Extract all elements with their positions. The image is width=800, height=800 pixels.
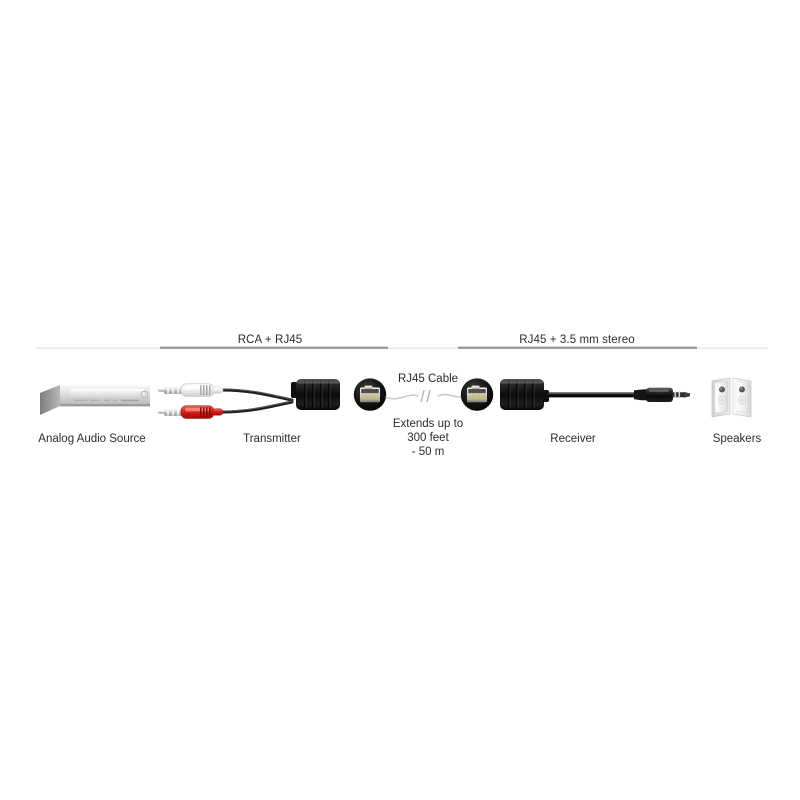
device-bottom-edge	[60, 404, 150, 407]
device-disc-tray	[70, 389, 144, 398]
caption-analog-audio-source: Analog Audio Source	[38, 433, 145, 445]
receiver-body	[500, 379, 544, 410]
stereo-plug-ring-1	[674, 391, 677, 398]
rj45-cable-right-strand	[437, 393, 465, 398]
caption-transmitter: Transmitter	[243, 433, 301, 445]
speaker-left-tweeter	[719, 386, 725, 393]
rj45-cable-run	[385, 389, 465, 403]
speaker-left-woofer-dome	[720, 398, 724, 402]
rca-plug-red	[158, 405, 224, 419]
rj45-cable-break-slash-1	[420, 389, 425, 403]
device-power-knob	[140, 390, 149, 399]
device-button-mark-3	[121, 399, 139, 402]
receiver-port-cavity	[468, 389, 486, 394]
rca-white-cable	[220, 388, 294, 402]
transmitter-body	[296, 379, 340, 410]
stereo-plug-strain-relief	[634, 389, 648, 401]
section-label-left: RCA + RJ45	[238, 334, 303, 346]
device-tray-highlight	[70, 389, 144, 390]
device-knob-highlight	[142, 392, 145, 395]
device-display-mark-1	[74, 399, 87, 402]
device-left-side	[40, 385, 60, 415]
transmitter-rj45-port	[353, 378, 387, 411]
rca-white-cable-highlight	[221, 388, 293, 400]
receiver-ribs	[508, 381, 535, 408]
rca-red-shield-slot-1	[167, 409, 169, 416]
speaker-right-tweeter	[739, 386, 745, 393]
speaker-left	[711, 377, 731, 418]
speaker-right	[732, 377, 752, 418]
receiver-top-highlight	[501, 381, 543, 384]
rca-red-strain-relief	[211, 408, 224, 416]
stereo-plug-tip	[684, 392, 690, 398]
transmitter-cable-boot	[291, 382, 297, 398]
rca-white-barrel-highlight	[185, 386, 209, 390]
transmitter-port-latch	[364, 385, 373, 390]
stereo-cable-highlight	[549, 392, 633, 394]
section-bracket-bar	[36, 346, 768, 350]
bracket-segment-right	[458, 346, 697, 350]
speaker-right-woofer-dome	[740, 398, 744, 402]
device-display-mark-2	[90, 399, 99, 402]
distance-note-line-3: - 50 m	[412, 446, 445, 458]
rca-white-shield-slot-1	[167, 387, 169, 394]
rca-plug-white	[158, 383, 224, 397]
transmitter-top-highlight	[297, 381, 339, 384]
rca-white-center-pin	[158, 388, 167, 392]
speakers-pair	[711, 377, 752, 418]
receiver-port-contacts	[469, 394, 486, 399]
rj45-cable-left-strand	[385, 394, 419, 400]
transmitter-port-base	[360, 400, 380, 403]
caption-receiver: Receiver	[550, 433, 596, 445]
receiver-port-latch	[471, 385, 480, 390]
caption-rj45-cable: RJ45 Cable	[398, 373, 458, 385]
transmitter-ribs	[304, 381, 331, 408]
receiver-cable-boot	[543, 390, 549, 402]
rca-white-grip-ridges	[200, 385, 211, 395]
rca-red-shield-slot-2	[172, 409, 174, 416]
rca-red-cable	[220, 400, 294, 414]
stereo-plug-ring-2	[678, 391, 681, 398]
device-button-mark-1	[104, 399, 110, 402]
rca-white-strain-relief	[211, 386, 224, 394]
rca-red-shield-slot-3	[177, 409, 179, 416]
receiver-device	[460, 378, 549, 411]
rca-red-center-pin	[158, 410, 167, 414]
caption-speakers: Speakers	[713, 433, 762, 445]
transmitter-port-cavity	[361, 389, 379, 394]
analog-audio-source-device	[40, 385, 150, 415]
transmitter-port-contacts	[362, 394, 379, 399]
transmitter-device	[291, 378, 387, 411]
receiver-rj45-port	[460, 378, 494, 411]
device-button-mark-2	[113, 399, 117, 402]
speaker-left-tweeter-highlight	[720, 387, 723, 390]
stereo-plug-highlight	[649, 389, 669, 393]
rca-white-shield-slot-3	[177, 387, 179, 394]
rca-red-cable-highlight	[221, 400, 293, 412]
rca-red-barrel-highlight	[185, 408, 209, 412]
section-label-right: RJ45 + 3.5 mm stereo	[519, 334, 634, 346]
rca-white-shield-slot-2	[172, 387, 174, 394]
receiver-port-base	[467, 400, 487, 403]
bracket-baseline	[36, 347, 768, 349]
bracket-segment-left	[160, 346, 388, 350]
stereo-cable-assembly	[547, 387, 690, 402]
rca-cable-assembly	[158, 383, 294, 419]
rj45-cable-break-slash-2	[426, 389, 431, 403]
speaker-right-tweeter-highlight	[740, 387, 743, 390]
rca-red-grip-ridges	[200, 407, 211, 417]
distance-note-line-1: Extends up to	[393, 418, 463, 430]
distance-note-line-2: 300 feet	[407, 432, 449, 444]
